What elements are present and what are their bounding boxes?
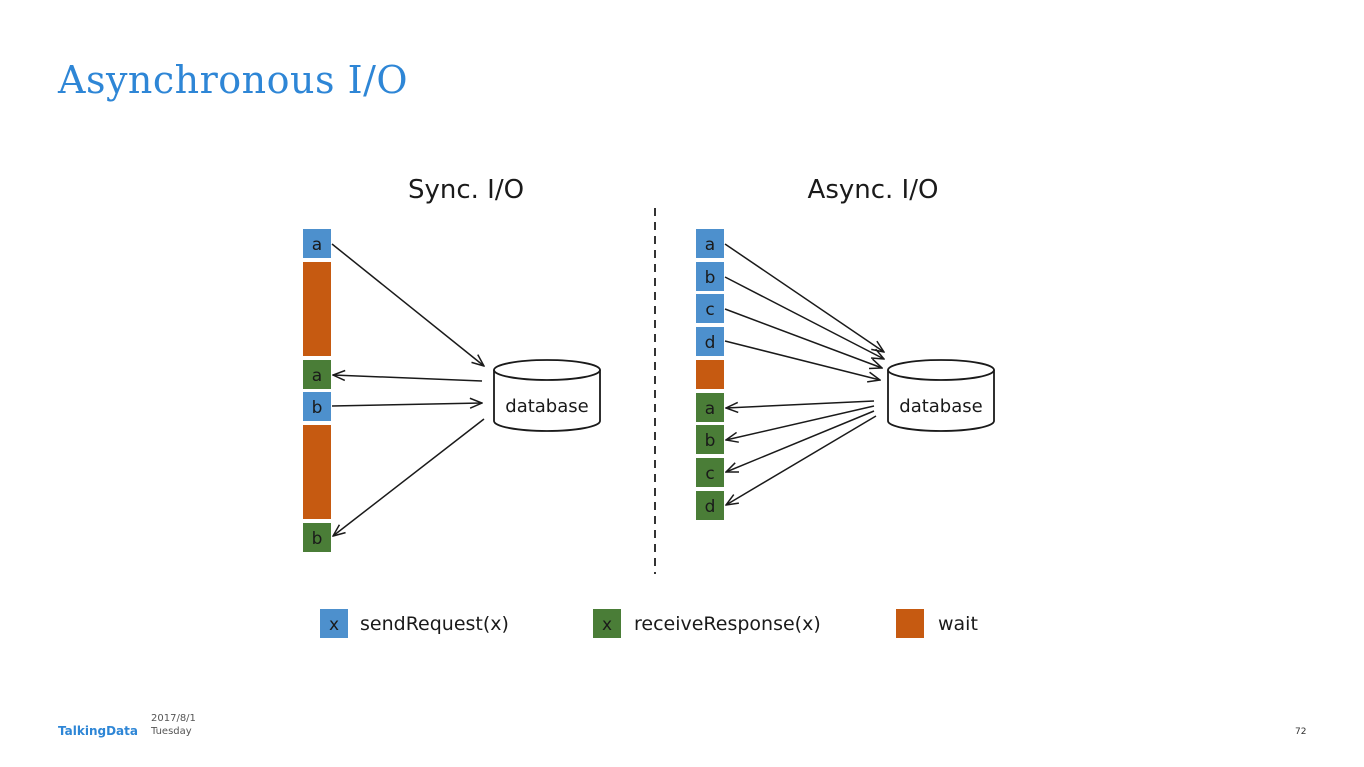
sync-receive-a: a xyxy=(303,360,331,389)
svg-text:a: a xyxy=(705,399,715,419)
footer-date: 2017/8/1 Tuesday xyxy=(151,712,196,738)
async-arrow-receive-c xyxy=(726,410,875,472)
async-heading: Async. I/O xyxy=(808,175,939,205)
svg-text:c: c xyxy=(705,464,714,484)
async-arrow-send-b xyxy=(724,276,884,359)
footer-date-value: 2017/8/1 xyxy=(151,713,196,724)
async-send-a: a xyxy=(696,229,724,258)
svg-text:x: x xyxy=(602,615,612,635)
legend-item-send: x sendRequest(x) xyxy=(320,609,509,638)
svg-text:a: a xyxy=(312,235,322,255)
async-receive-b: b xyxy=(696,425,724,454)
sync-send-a: a xyxy=(303,229,331,258)
footer-weekday: Tuesday xyxy=(151,726,192,737)
legend: x sendRequest(x) x receiveResponse(x) wa… xyxy=(320,609,978,638)
svg-text:d: d xyxy=(705,497,716,517)
async-send-b: b xyxy=(696,262,724,291)
legend-label-receive: receiveResponse(x) xyxy=(634,613,821,635)
async-receive-d: d xyxy=(696,491,724,520)
legend-label-wait: wait xyxy=(938,613,978,635)
async-receive-c: c xyxy=(696,458,724,487)
svg-text:b: b xyxy=(312,398,323,418)
sync-send-b: b xyxy=(303,392,331,421)
async-receive-a: a xyxy=(696,393,724,422)
sync-arrow-receive-b xyxy=(333,418,485,536)
svg-text:b: b xyxy=(312,529,323,549)
legend-label-send: sendRequest(x) xyxy=(360,613,509,635)
async-arrow-send-a xyxy=(724,243,884,352)
async-send-d: d xyxy=(696,327,724,356)
svg-text:b: b xyxy=(705,431,716,451)
async-database-icon: database xyxy=(887,359,995,432)
async-arrow-send-c xyxy=(724,308,882,368)
svg-text:x: x xyxy=(329,615,339,635)
sync-arrows xyxy=(331,243,485,536)
sync-wait-1 xyxy=(303,262,331,356)
async-arrows xyxy=(724,243,884,505)
async-wait xyxy=(696,360,724,389)
async-arrow-receive-d xyxy=(726,415,877,505)
sync-receive-b: b xyxy=(303,523,331,552)
svg-text:a: a xyxy=(312,366,322,386)
sync-wait-2 xyxy=(303,425,331,519)
sync-database-icon: database xyxy=(493,359,601,432)
async-arrow-receive-a xyxy=(726,400,875,408)
legend-item-receive: x receiveResponse(x) xyxy=(593,609,821,638)
sync-timeline: a a b b xyxy=(303,229,331,552)
talkingdata-logo: TalkingData xyxy=(58,724,138,738)
sync-heading: Sync. I/O xyxy=(408,175,524,205)
svg-text:c: c xyxy=(705,300,714,320)
async-arrow-receive-b xyxy=(726,405,875,440)
svg-text:d: d xyxy=(705,333,716,353)
async-timeline: a b c d a b c d xyxy=(696,229,724,520)
async-send-c: c xyxy=(696,294,724,323)
sync-arrow-send-b xyxy=(331,403,482,406)
svg-text:b: b xyxy=(705,268,716,288)
sync-arrow-receive-a xyxy=(333,375,483,382)
slide-title: Asynchronous I/O xyxy=(58,58,409,102)
async-arrow-send-d xyxy=(724,340,880,380)
svg-text:a: a xyxy=(705,235,715,255)
async-database-label: database xyxy=(899,396,982,417)
page-number: 72 xyxy=(1295,727,1307,737)
sync-database-label: database xyxy=(505,396,588,417)
legend-item-wait: wait xyxy=(896,609,978,638)
sync-arrow-send-a xyxy=(331,243,484,366)
